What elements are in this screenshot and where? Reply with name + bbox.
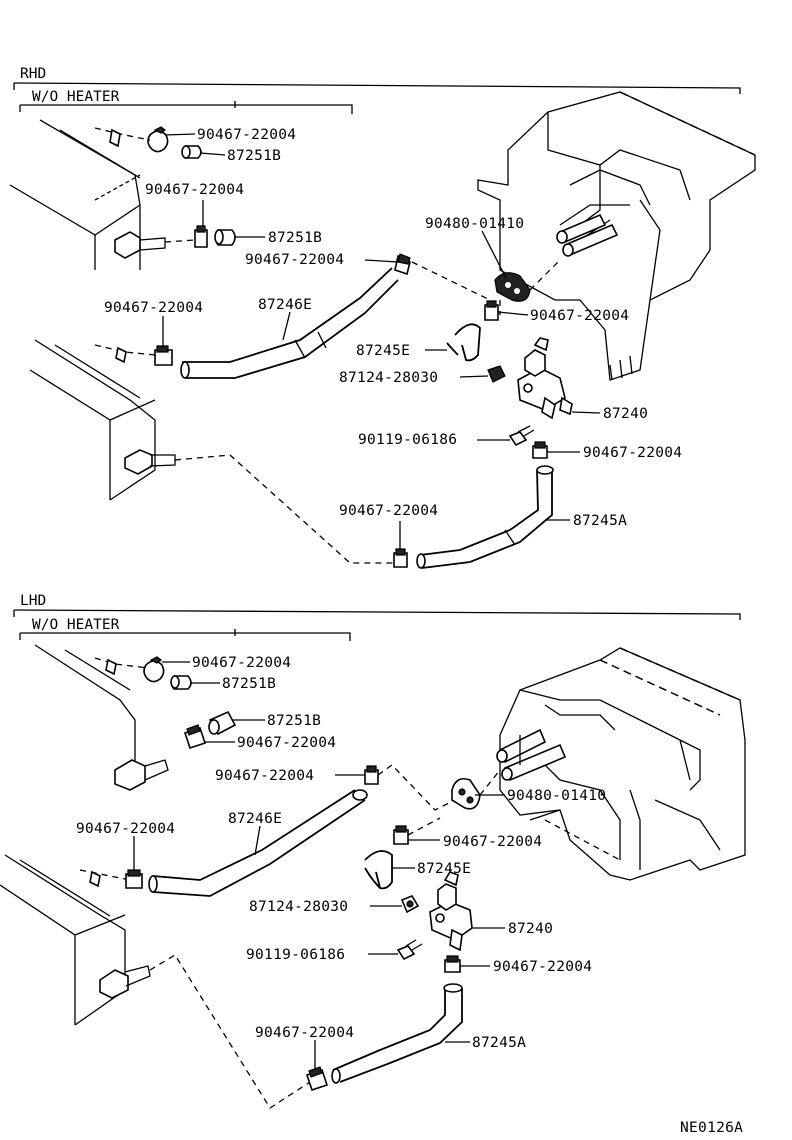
- section-title-rhd: RHD: [20, 66, 46, 82]
- label-hose-a: 87245A: [472, 1035, 526, 1051]
- label-cap-mid: 87251B: [267, 713, 321, 729]
- label-clip-hose-upper: 90467-22004: [245, 252, 344, 268]
- section-title-lhd: LHD: [20, 593, 46, 609]
- hose-87245e: [446, 323, 481, 362]
- radiator-tank-icon: [29, 339, 176, 501]
- pipe-stub-icon: [109, 128, 121, 148]
- label-valve-seal: 90480-01410: [507, 788, 606, 804]
- label-water-valve: 87240: [508, 921, 553, 937]
- bolt-icon: [396, 939, 423, 961]
- hose-cap-icon: [208, 710, 237, 736]
- heater-unit-icon: [477, 91, 756, 381]
- subsection-bracket-rhd: [20, 104, 353, 114]
- hose-87246e: [180, 267, 399, 379]
- hose-clip-icon: [154, 345, 173, 366]
- hose-clip-icon: [393, 548, 408, 568]
- label-clip-left: 90467-22004: [76, 821, 175, 837]
- gasket-icon: [487, 365, 506, 383]
- section-lhd: LHD W/O HEATER: [0, 593, 746, 1109]
- valve-seal-icon: [451, 777, 481, 810]
- diagram-code: NE0126A: [680, 1120, 743, 1136]
- label-cap-top: 87251B: [222, 676, 276, 692]
- section-subtitle-rhd: W/O HEATER: [32, 89, 120, 105]
- hose-87246e: [148, 789, 368, 897]
- valve-seal-icon: [494, 272, 531, 302]
- hose-clip-icon: [364, 765, 379, 785]
- radiator-tank-icon: [9, 119, 166, 270]
- label-clip-right: 90467-22004: [530, 308, 629, 324]
- label-clip-valve: 90467-22004: [583, 445, 682, 461]
- gasket-icon: [400, 895, 420, 914]
- hose-cap-icon: [214, 229, 236, 246]
- label-cap-top: 87251B: [227, 148, 281, 164]
- hose-87245e: [364, 850, 393, 890]
- hose-clip-icon: [143, 656, 165, 683]
- label-water-valve: 87240: [603, 406, 648, 422]
- subsection-bracket-lhd: [20, 632, 351, 641]
- label-clip-bottom: 90467-22004: [339, 503, 438, 519]
- label-clip-bottom: 90467-22004: [255, 1025, 354, 1041]
- hose-clip-icon: [444, 955, 461, 973]
- label-bolt: 90119-06186: [358, 432, 457, 448]
- label-cap-mid: 87251B: [268, 230, 322, 246]
- label-hose-e-long: 87246E: [258, 297, 312, 313]
- hose-clip-icon: [147, 126, 169, 153]
- label-clip-valve: 90467-22004: [493, 959, 592, 975]
- water-valve-icon: [429, 871, 473, 952]
- label-valve-seal: 90480-01410: [425, 216, 524, 232]
- hose-clip-icon: [484, 300, 499, 321]
- label-clip-mid: 90467-22004: [145, 182, 244, 198]
- hose-cap-icon: [181, 145, 202, 159]
- radiator-tank-icon: [0, 854, 151, 1026]
- section-subtitle-lhd: W/O HEATER: [32, 617, 120, 633]
- label-valve-gasket: 87124-28030: [339, 370, 438, 386]
- section-bracket-rhd: [13, 82, 741, 94]
- label-clip-mid: 90467-22004: [237, 735, 336, 751]
- heater-unit-icon: [496, 647, 746, 881]
- label-clip-top: 90467-22004: [197, 127, 296, 143]
- hose-clip-icon: [183, 724, 207, 750]
- label-clip-hose-upper: 90467-22004: [215, 768, 314, 784]
- hose-87245a: [416, 465, 554, 569]
- hose-clip-icon: [393, 825, 409, 845]
- section-bracket-lhd: [13, 609, 741, 620]
- hose-cap-icon: [170, 675, 192, 690]
- label-valve-gasket: 87124-28030: [249, 899, 348, 915]
- hose-clip-icon: [394, 253, 411, 276]
- section-rhd: RHD W/O HEATER: [9, 66, 756, 569]
- label-hose-e-long: 87246E: [228, 811, 282, 827]
- hose-clip-icon: [532, 441, 548, 459]
- bolt-icon: [508, 425, 535, 447]
- radiator-tank-icon: [34, 644, 169, 791]
- label-clip-right: 90467-22004: [443, 834, 542, 850]
- label-hose-e-short: 87245E: [417, 861, 471, 877]
- hose-clip-icon: [305, 1066, 329, 1092]
- water-valve-icon: [517, 337, 573, 420]
- label-bolt: 90119-06186: [246, 947, 345, 963]
- label-clip-top: 90467-22004: [192, 655, 291, 671]
- hose-clip-icon: [125, 869, 143, 889]
- hose-clip-icon: [194, 225, 208, 248]
- label-hose-e-short: 87245E: [356, 343, 410, 359]
- label-hose-a: 87245A: [573, 513, 627, 529]
- label-clip-left: 90467-22004: [104, 300, 203, 316]
- hose-87245a: [331, 983, 463, 1084]
